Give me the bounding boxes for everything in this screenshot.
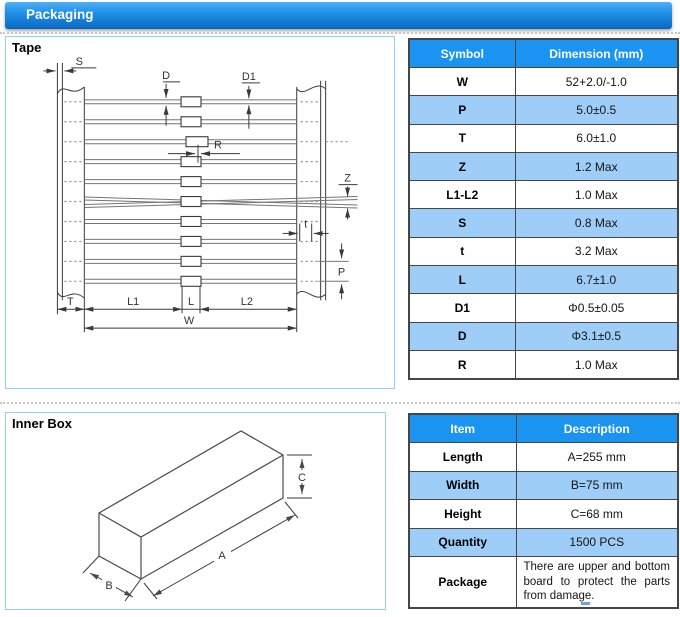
symbol-cell: W	[408, 66, 516, 97]
dim-label-s: S	[76, 56, 83, 68]
dim-label-l1: L1	[127, 296, 139, 308]
value-cell: 3.2 Max	[514, 236, 679, 267]
value-cell: Φ0.5±0.05	[514, 293, 679, 323]
dim-label-l: L	[188, 296, 194, 308]
symbol-cell: L1-L2	[408, 180, 516, 210]
col-header-description: Description	[515, 413, 679, 443]
inner-box-title: Inner Box	[12, 416, 72, 431]
symbol-cell: Z	[408, 151, 516, 182]
symbol-cell: D1	[408, 293, 516, 323]
dim-label-p: P	[338, 266, 345, 278]
col-header-item: Item	[408, 413, 517, 443]
divider-dotted-middle	[0, 402, 680, 404]
section-header-bar: Packaging	[5, 2, 672, 29]
value-cell: 52+2.0/-1.0	[514, 66, 679, 97]
divider-dotted-top	[0, 32, 680, 34]
table-header-row: Item Description	[408, 413, 679, 443]
value-cell: C=68 mm	[515, 499, 679, 529]
value-cell: A=255 mm	[515, 442, 679, 472]
dim-label-l2: L2	[241, 296, 253, 308]
table-header-row: Symbol Dimension (mm)	[408, 38, 679, 68]
value-cell: 1.0 Max	[514, 349, 679, 380]
dim-label-r: R	[214, 140, 222, 152]
col-header-dimension: Dimension (mm)	[514, 38, 679, 68]
dim-label-d: D	[162, 70, 170, 82]
value-cell: 5.0±0.5	[514, 95, 679, 125]
symbol-cell: L	[408, 265, 516, 295]
artifact-mark	[581, 602, 590, 605]
item-cell: Quantity	[408, 527, 517, 557]
symbol-cell: S	[408, 208, 516, 238]
value-cell: 1500 PCS	[515, 527, 679, 557]
value-cell: B=75 mm	[515, 470, 679, 500]
dim-label-b: B	[105, 580, 112, 592]
symbol-cell: D	[408, 321, 516, 351]
value-cell: 1.0 Max	[514, 180, 679, 210]
inner-box-diagram: C A B	[82, 430, 312, 602]
tape-panel: Tape	[5, 36, 395, 389]
item-cell: Width	[408, 470, 517, 500]
dim-label-T: T	[67, 296, 74, 308]
symbol-cell: t	[408, 236, 516, 267]
tape-title: Tape	[12, 40, 42, 55]
symbol-cell: P	[408, 95, 516, 125]
dim-label-z: Z	[344, 173, 351, 185]
dim-label-a: A	[218, 550, 226, 562]
dim-label-t: t	[304, 218, 307, 230]
dim-label-w: W	[184, 315, 195, 327]
package-description-cell: There are upper and bottom board to prot…	[515, 556, 679, 609]
tape-diagram: S D D1 R Z t P	[43, 56, 358, 333]
symbol-cell: R	[408, 349, 516, 380]
inner-box-panel: Inner Box C A B	[5, 412, 386, 610]
item-cell: Package	[408, 556, 517, 609]
value-cell: Φ3.1±0.5	[514, 321, 679, 351]
item-cell: Height	[408, 499, 517, 529]
symbol-cell: T	[408, 123, 516, 153]
page-title: Packaging	[26, 7, 94, 22]
value-cell: 1.2 Max	[514, 151, 679, 182]
value-cell: 0.8 Max	[514, 208, 679, 238]
value-cell: 6.7±1.0	[514, 265, 679, 295]
value-cell: 6.0±1.0	[514, 123, 679, 153]
dim-label-d1: D1	[242, 71, 256, 83]
item-cell: Length	[408, 442, 517, 472]
col-header-symbol: Symbol	[408, 38, 516, 68]
dim-label-c: C	[298, 472, 306, 484]
